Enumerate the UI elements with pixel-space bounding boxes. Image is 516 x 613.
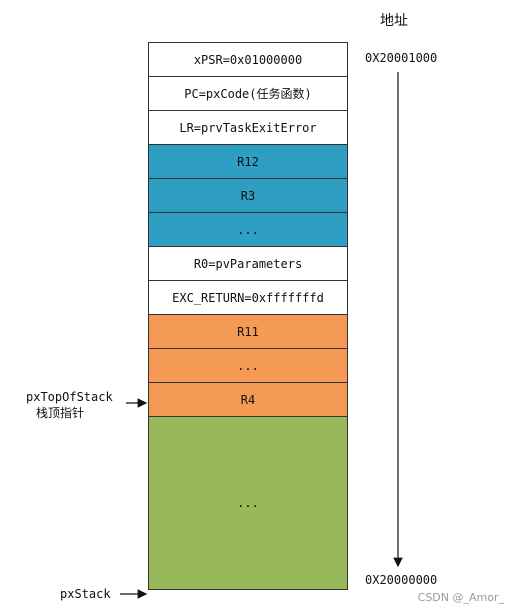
address-high-label: 0X20001000 xyxy=(365,51,438,65)
stack-base-pointer-label: pxStack xyxy=(60,587,111,601)
stack-cell-ellipsis-orange: ... xyxy=(148,348,348,383)
top-of-stack-name: pxTopOfStack xyxy=(26,390,113,404)
stack-cell-r3: R3 xyxy=(148,178,348,213)
stack-cell-r12: R12 xyxy=(148,144,348,179)
address-low-label: 0X20000000 xyxy=(365,573,438,587)
top-of-stack-pointer-label: pxTopOfStack 栈顶指针 xyxy=(26,389,126,421)
stack-cell-pc: PC=pxCode(任务函数) xyxy=(148,76,348,111)
watermark: CSDN @_Amor_ xyxy=(417,591,504,604)
task-stack: xPSR=0x01000000 PC=pxCode(任务函数) LR=prvTa… xyxy=(148,42,348,590)
top-of-stack-chinese-label: 栈顶指针 xyxy=(36,406,85,420)
address-header: 地址 xyxy=(380,13,408,29)
stack-cell-xpsr: xPSR=0x01000000 xyxy=(148,42,348,77)
stack-cell-lr: LR=prvTaskExitError xyxy=(148,110,348,145)
stack-cell-free-space: ... xyxy=(148,416,348,590)
stack-cell-exc-return: EXC_RETURN=0xfffffffd xyxy=(148,280,348,315)
